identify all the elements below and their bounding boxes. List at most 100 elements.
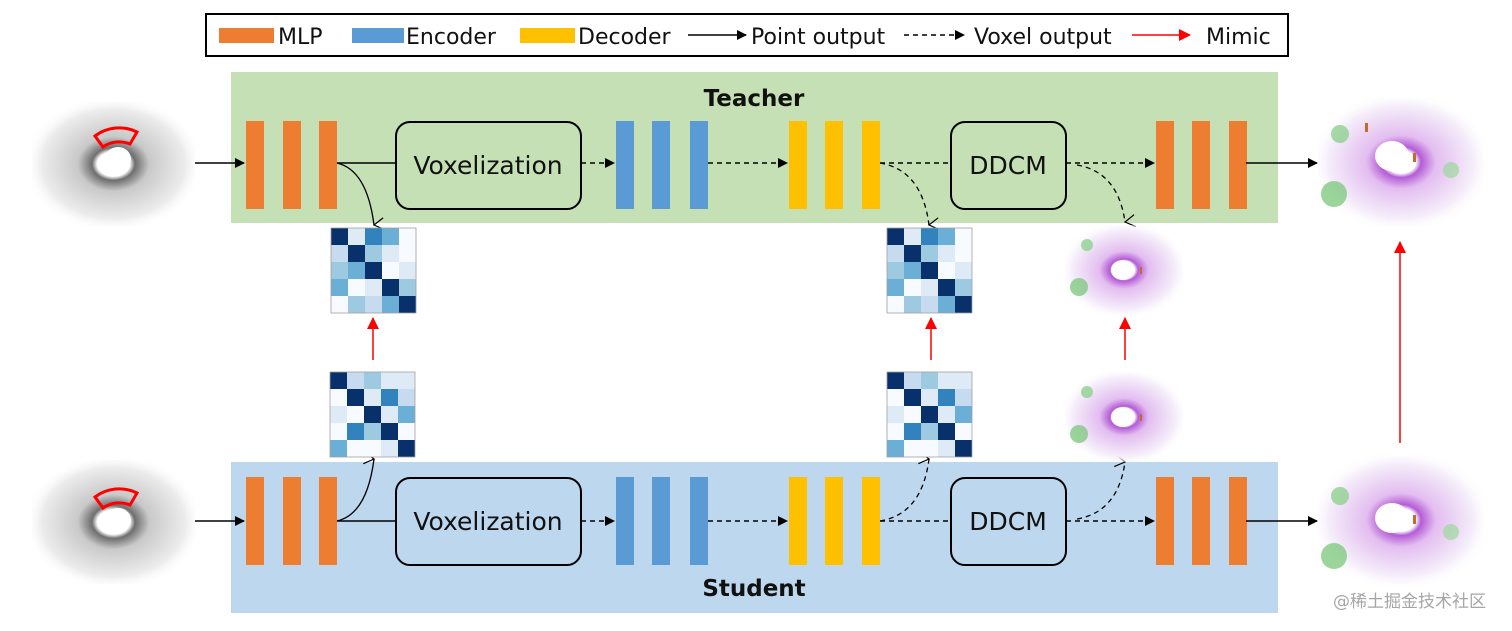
teacher-decoder-affinity-heatmap: [886, 227, 973, 314]
vegetation-blob: [1081, 239, 1093, 251]
vegetation-blob: [1331, 125, 1349, 143]
teacher-voxelization-box: [395, 121, 582, 210]
legend-swatch-encoder: [352, 28, 404, 43]
teacher-decoder-heatmap-cell-r2-c0: [887, 262, 904, 279]
student-title: Student: [702, 576, 805, 602]
teacher-decoder-heatmap-cell-r0-c2: [921, 228, 938, 245]
teacher-voxelization-label: Voxelization: [413, 151, 562, 180]
teacher-decoder-to-heatmap-curve: [879, 162, 929, 225]
teacher-decoder-heatmap-cell-r3-c0: [887, 279, 904, 296]
teacher-mlp-heatmap-cell-r1-c1: [348, 245, 365, 262]
vegetation-blob: [1443, 524, 1459, 540]
student-decoder-layer-2: [825, 477, 843, 565]
teacher-decoder-heatmap-cell-r0-c4: [955, 228, 972, 245]
teacher-decoder-heatmap-cell-r2-c3: [938, 262, 955, 279]
teacher-decoder-heatmap-cell-r0-c1: [904, 228, 921, 245]
student-encoder-layer-2: [652, 477, 670, 565]
teacher-mlp-heatmap-cell-r1-c2: [365, 245, 382, 262]
teacher-mlp-heatmap-cell-r0-c4: [399, 228, 416, 245]
student-decoder-heatmap-cell-r3-c0: [887, 423, 904, 440]
teacher-decoder-heatmap-cell-r3-c4: [955, 279, 972, 296]
teacher-mlp-heatmap-cell-r0-c2: [365, 228, 382, 245]
teacher-mlp-heatmap-cell-r1-c3: [382, 245, 399, 262]
teacher-mlp-heatmap-cell-r4-c1: [348, 296, 365, 313]
teacher-mlp-heatmap-cell-r4-c3: [382, 296, 399, 313]
student-mlp-affinity-heatmap: [329, 371, 416, 458]
student-decoder-heatmap-cell-r0-c4: [955, 372, 972, 389]
vegetation-blob: [1443, 162, 1459, 178]
student-ddcm-to-prediction-curve: [1076, 462, 1125, 520]
object-marker: [1140, 414, 1142, 421]
student-mlp-heatmap-cell-r2-c1: [347, 406, 364, 423]
teacher-mlp-heatmap-cell-r4-c2: [365, 296, 382, 313]
student-decoder-heatmap-cell-r0-c0: [887, 372, 904, 389]
student-mlp-heatmap-cell-r3-c3: [381, 423, 398, 440]
student-output-segmentation: [1318, 456, 1484, 584]
teacher-decoder-heatmap-cell-r1-c3: [938, 245, 955, 262]
field-of-view-sector-icon: [92, 487, 140, 511]
teacher-mlp-to-heatmap-curve: [336, 162, 374, 225]
teacher-encoder-layer-2: [652, 121, 670, 209]
student-voxelization-label: Voxelization: [413, 507, 562, 536]
teacher-mlp-input-layer-2: [283, 121, 301, 209]
teacher-mlp-affinity-heatmap: [330, 227, 417, 314]
teacher-decoder-heatmap-cell-r2-c1: [904, 262, 921, 279]
teacher-mlp-heatmap-cell-r2-c0: [331, 262, 348, 279]
student-mlp-heatmap-cell-r1-c0: [330, 389, 347, 406]
student-decoder-heatmap-cell-r2-c4: [955, 406, 972, 423]
object-marker: [1413, 515, 1416, 524]
student-decoder-heatmap-cell-r1-c0: [887, 389, 904, 406]
student-decoder-heatmap-cell-r3-c2: [921, 423, 938, 440]
teacher-decoder-layer-1: [789, 121, 807, 209]
teacher-decoder-heatmap-cell-r3-c2: [921, 279, 938, 296]
teacher-mlp-heatmap-cell-r2-c4: [399, 262, 416, 279]
teacher-input-point-cloud: [32, 102, 195, 226]
student-decoder-layer-3: [862, 477, 880, 565]
student-decoder-heatmap-cell-r3-c3: [938, 423, 955, 440]
student-decoder-heatmap-cell-r1-c2: [921, 389, 938, 406]
student-decoder-affinity-heatmap: [886, 371, 973, 458]
watermark: @稀土掘金技术社区: [1333, 592, 1486, 612]
student-mlp-output-layer-3: [1229, 477, 1247, 565]
student-decoder-heatmap-cell-r2-c2: [921, 406, 938, 423]
teacher-mlp-output-layer-1: [1156, 121, 1174, 209]
teacher-decoder-heatmap-cell-r1-c1: [904, 245, 921, 262]
vegetation-blob: [1321, 543, 1347, 569]
sensor-hole: [1375, 141, 1409, 171]
student-mlp-heatmap-cell-r0-c0: [330, 372, 347, 389]
sensor-hole: [1111, 407, 1135, 427]
teacher-background: [231, 72, 1278, 223]
object-marker: [1365, 123, 1368, 132]
student-mlp-heatmap-cell-r0-c2: [364, 372, 381, 389]
teacher-mlp-heatmap-cell-r1-c0: [331, 245, 348, 262]
teacher-mlp-heatmap-cell-r2-c2: [365, 262, 382, 279]
teacher-mlp-heatmap-cell-r4-c4: [399, 296, 416, 313]
student-mlp-heatmap-cell-r4-c3: [381, 440, 398, 457]
teacher-decoder-heatmap-cell-r0-c0: [887, 228, 904, 245]
teacher-decoder-heatmap-cell-r4-c4: [955, 296, 972, 313]
teacher-mlp-heatmap-frame: [330, 227, 417, 314]
teacher-title: Teacher: [704, 86, 805, 112]
student-mlp-heatmap-cell-r1-c1: [347, 389, 364, 406]
student-encoder-layer-3: [690, 477, 708, 565]
student-mlp-heatmap-frame: [329, 371, 416, 458]
student-mlp-heatmap-cell-r3-c1: [347, 423, 364, 440]
teacher-decoder-heatmap-cell-r4-c2: [921, 296, 938, 313]
student-decoder-heatmap-frame: [886, 371, 973, 458]
legend: MLP Encoder Decoder Point output Voxel o…: [205, 13, 1289, 57]
sensor-hole: [1111, 260, 1135, 280]
student-decoder-heatmap-cell-r3-c4: [955, 423, 972, 440]
student-mlp-input-layer-1: [246, 477, 264, 565]
vegetation-blob: [1321, 181, 1347, 207]
teacher-decoder-heatmap-cell-r4-c0: [887, 296, 904, 313]
legend-label-mimic: Mimic: [1206, 25, 1271, 50]
legend-label-voxel-output: Voxel output: [974, 25, 1112, 50]
student-mlp-heatmap-cell-r4-c1: [347, 440, 364, 457]
student-mlp-heatmap-cell-r0-c4: [398, 372, 415, 389]
student-decoder-heatmap-cell-r2-c0: [887, 406, 904, 423]
student-mlp-heatmap-cell-r3-c0: [330, 423, 347, 440]
student-input-point-cloud: [32, 460, 195, 584]
student-mlp-input-layer-2: [283, 477, 301, 565]
teacher-mlp-heatmap-cell-r3-c2: [365, 279, 382, 296]
